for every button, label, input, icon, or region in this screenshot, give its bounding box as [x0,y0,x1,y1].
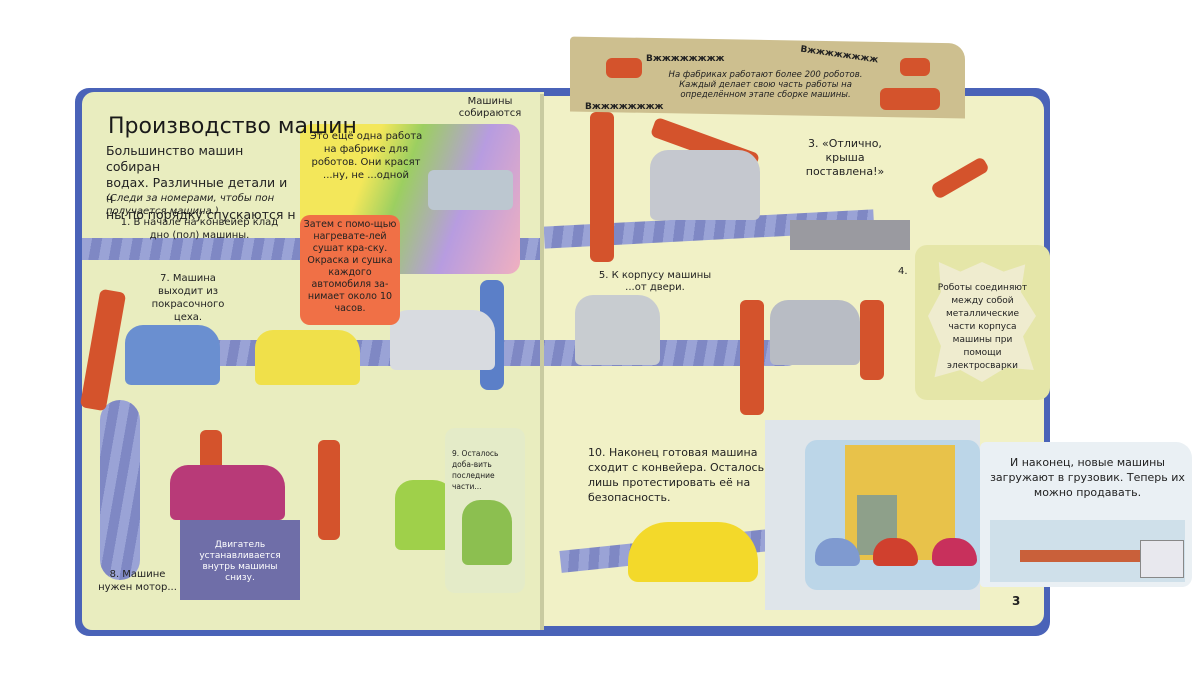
sound-text: Вжжжжжжжж [585,102,664,112]
intro-note: (Следи за номерами, чтобы пон получается… [106,193,275,217]
green-car [462,500,512,565]
intro-text: Большинство машин собиран водах. Различн… [106,143,296,223]
dry-note-text: Затем с помо-щью нагревате-лей сушат кра… [303,219,397,314]
roof-stack [790,220,910,250]
robots-flap-text: На фабриках работают более 200 роботов. … [668,70,863,100]
robot-icon [880,88,940,110]
car [873,538,918,566]
dry-note-flap[interactable] [300,215,400,325]
robot-icon [900,58,930,76]
page-title: Производство машин [108,114,357,139]
engine-note: Двигатель устанавливается внутрь машины … [199,540,281,583]
step-8: 8. Машине нужен мотор... [98,569,177,593]
final-flap-text: И наконец, новые машины загружают в груз… [990,456,1185,499]
truck-cab [1140,540,1184,578]
step-top: Машины собираются [458,96,522,119]
step-7: 7. Машина выходит из покрасочного цеха. [151,273,225,323]
car [815,538,860,566]
burst-shape [928,262,1036,382]
intro-line: Большинство машин собиран [106,143,244,174]
book-spine [540,94,544,630]
step-1: 1. В начале на конвейер клад дно (пол) м… [120,217,279,241]
page-number: 3 [1012,594,1021,608]
intro-line: водах. Различные детали и ч [106,175,288,206]
conveyor-belt [100,400,140,580]
car-body [575,295,660,365]
robot-arm [318,440,340,540]
welding-flap-text: Роботы соединяют между собой металлическ… [937,283,1028,371]
robot-arm [590,112,614,262]
grey-car [390,310,495,370]
step-4: 4. [898,266,908,277]
step-5: 5. К корпусу машины ...от двери. [590,270,720,294]
step-10: 10. Наконец готовая машина сходит с конв… [588,446,765,504]
yellow-car [255,330,360,385]
car-carrier-trailer [1020,550,1140,562]
car [932,538,977,566]
car-body [770,300,860,365]
sound-text: Вжжжжжжжж [646,54,725,64]
step-9: 9. Осталось доба-вить последние части... [452,449,499,491]
pink-car [170,465,285,520]
engine-lift [180,520,300,600]
blue-car [125,325,220,385]
finished-yellow-car [628,522,758,582]
intro-line: ны по порядку спускаются н [106,207,296,222]
robot-icon [606,58,642,78]
robot-arm [860,300,884,380]
flap-window [428,170,513,210]
robot-arm [740,300,764,415]
paint-flap-text: Это ещё одна работа на фабрике для робот… [309,131,423,181]
step-3: 3. «Отлично, крыша поставлена!» [805,137,885,178]
car-body [650,150,760,220]
